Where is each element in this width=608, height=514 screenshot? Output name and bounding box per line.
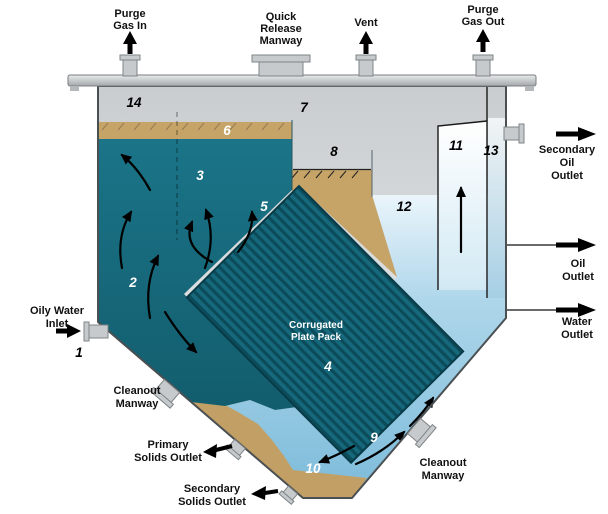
oily-water-region	[98, 139, 297, 410]
flow-arrow	[408, 396, 435, 428]
primary-oil-layer	[99, 122, 292, 139]
label-purge-gas-in: Purge	[114, 8, 145, 20]
label-purge-gas-out: Gas Out	[462, 16, 505, 28]
label-plate-pack: Plate Pack	[291, 332, 341, 343]
label-purge-gas-in: Gas In	[113, 20, 147, 32]
label-oily-water-inlet: Oily Water	[30, 305, 85, 317]
primary-solids-outlet-arrow	[203, 444, 233, 458]
oil-outlet-nozzle	[507, 238, 596, 252]
label-oily-water-inlet: Inlet	[46, 318, 69, 330]
flange-tab-left	[70, 86, 79, 91]
purge-gas-out-arrowhead	[476, 29, 490, 42]
label-oil-outlet: Oil	[571, 258, 586, 270]
secondary-oil-outlet-arrowhead	[578, 127, 596, 141]
label-plate-pack: Corrugated	[289, 320, 343, 331]
marker-6: 6	[223, 123, 231, 138]
solids-sediment	[191, 400, 367, 498]
flow-arrow	[119, 210, 133, 270]
purge-gas-in-arrowhead	[123, 31, 137, 44]
cleanout-manway-left-nozzle	[149, 378, 181, 409]
riser-channel	[488, 118, 506, 298]
marker-12: 12	[396, 199, 412, 214]
marker-3: 3	[196, 168, 204, 183]
marker-2: 2	[128, 275, 137, 290]
oil-layer-hatch	[101, 122, 285, 131]
oil-riser-column-outline	[437, 120, 488, 290]
label-primary-solids-outlet: Solids Outlet	[134, 452, 202, 464]
marker-1: 1	[75, 345, 83, 360]
label-cleanout-manway-right: Manway	[422, 470, 466, 482]
marker-13: 13	[483, 143, 499, 158]
label-secondary-oil-outlet: Oil	[560, 157, 575, 169]
water-outlet-nozzle	[507, 303, 596, 317]
label-secondary-solids-outlet: Solids Outlet	[178, 496, 246, 508]
label-cleanout-manway-left: Cleanout	[113, 385, 160, 397]
flow-arrow	[120, 153, 152, 192]
flow-arrow	[147, 254, 160, 320]
marker-11: 11	[449, 138, 463, 153]
label-water-outlet: Outlet	[561, 329, 593, 341]
marker-5: 5	[260, 199, 268, 214]
oily-water-inlet-arrowhead	[67, 324, 81, 338]
secondary-solids-outlet-nozzle	[278, 485, 299, 506]
marker-10: 10	[305, 461, 321, 476]
flow-arrow	[354, 430, 406, 466]
oily-water-inlet-nozzle	[56, 321, 109, 342]
cleanout-manway-right-nozzle	[406, 417, 437, 449]
secondary-oil-wedge	[292, 170, 397, 277]
top-flange	[67, 74, 537, 87]
quick-release-manway-nozzle	[251, 54, 311, 77]
flow-arrow	[203, 208, 214, 270]
label-oil-outlet: Outlet	[562, 271, 594, 283]
vent-arrowhead	[359, 31, 373, 44]
label-primary-solids-outlet: Primary	[148, 439, 190, 451]
flange-tab-right	[525, 86, 534, 91]
marker-9: 9	[370, 430, 378, 445]
secondary-solids-outlet-arrow	[251, 486, 279, 500]
marker-14: 14	[126, 95, 142, 110]
label-secondary-oil-outlet: Outlet	[551, 170, 583, 182]
label-secondary-oil-outlet: Secondary	[539, 144, 596, 156]
marker-7: 7	[300, 100, 309, 115]
marker-4: 4	[323, 359, 332, 374]
label-cleanout-manway-left: Manway	[116, 398, 160, 410]
flow-arrow	[318, 444, 356, 464]
secondary-oil-outlet-nozzle	[503, 123, 596, 144]
label-secondary-solids-outlet: Secondary	[184, 483, 241, 495]
oil-outlet-arrowhead	[578, 238, 596, 252]
label-quick-release-manway: Release	[260, 23, 302, 35]
label-quick-release-manway: Manway	[260, 35, 304, 47]
oil-wedge-hatch	[291, 170, 359, 179]
oil-riser-column	[438, 121, 487, 290]
purge-gas-in-nozzle	[119, 31, 141, 77]
label-cleanout-manway-right: Cleanout	[419, 457, 466, 469]
water-outlet-arrowhead	[578, 303, 596, 317]
vent-nozzle	[355, 31, 377, 77]
corrugated-plate-pack	[185, 184, 465, 465]
flow-arrow	[163, 310, 198, 354]
label-purge-gas-out: Purge	[467, 4, 498, 16]
label-water-outlet: Water	[562, 316, 593, 328]
flow-arrows	[119, 153, 466, 466]
label-quick-release-manway: Quick	[266, 11, 297, 23]
flow-arrow	[183, 220, 214, 264]
label-vent: Vent	[354, 17, 378, 29]
flow-arrow	[236, 210, 258, 254]
purge-gas-out-nozzle	[472, 29, 494, 77]
marker-8: 8	[330, 144, 338, 159]
